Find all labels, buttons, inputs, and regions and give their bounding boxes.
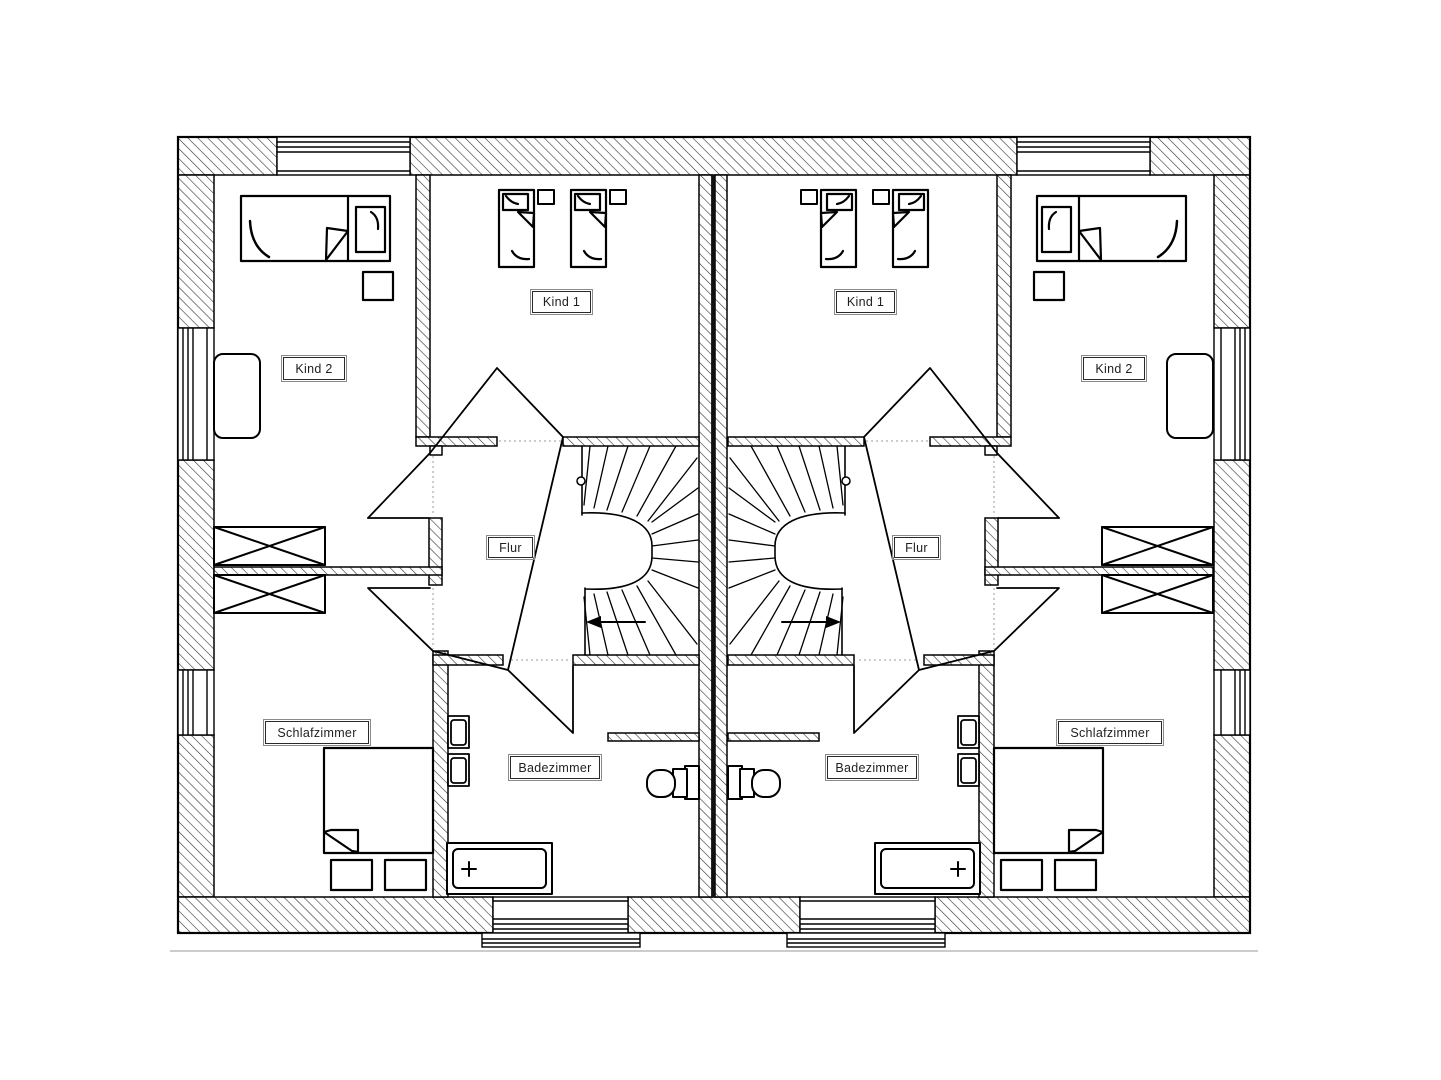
unit-interior-left bbox=[213, 188, 700, 895]
room-label-badezimmer-right: Badezimmer bbox=[825, 754, 919, 781]
bed-kind1-a bbox=[497, 188, 536, 269]
walls bbox=[176, 135, 1252, 935]
bed-kind1-b bbox=[569, 188, 608, 269]
window-right-upper bbox=[1213, 327, 1251, 461]
blanket-fold bbox=[322, 828, 360, 854]
room-label-flur-right: Flur bbox=[892, 535, 941, 560]
toilet bbox=[646, 765, 700, 800]
windows bbox=[177, 136, 1251, 948]
blanket-fold bbox=[588, 210, 608, 229]
room-label-schlafzimmer-left: Schlafzimmer bbox=[263, 719, 371, 746]
window-right-lower bbox=[1213, 669, 1251, 736]
door-opening-dashes bbox=[432, 440, 571, 661]
bowl bbox=[646, 769, 676, 798]
blanket-fold bbox=[324, 226, 350, 262]
room-label-kind2-right: Kind 2 bbox=[1081, 355, 1147, 382]
staircase bbox=[576, 445, 699, 656]
room-label-kind2-left: Kind 2 bbox=[281, 355, 347, 382]
window-left-lower bbox=[177, 669, 215, 736]
room-label-badezimmer-left: Badezimmer bbox=[508, 754, 602, 781]
stair-direction-arrow bbox=[586, 616, 646, 628]
window-bottom-right bbox=[786, 896, 946, 948]
window-bottom-left bbox=[481, 896, 641, 948]
room-label-kind1-right: Kind 1 bbox=[834, 289, 897, 315]
room-label-flur-left: Flur bbox=[486, 535, 535, 560]
bed-schlafzimmer bbox=[322, 746, 435, 855]
handrail-post bbox=[576, 476, 586, 486]
nightstand bbox=[329, 858, 374, 892]
room-label-kind1-left: Kind 1 bbox=[530, 289, 593, 315]
pillow bbox=[354, 205, 387, 254]
door-swing-star bbox=[367, 367, 574, 734]
nightstand bbox=[361, 270, 395, 302]
bed-kind2 bbox=[239, 194, 392, 263]
room-label-schlafzimmer-right: Schlafzimmer bbox=[1056, 719, 1164, 746]
unit-interior-right bbox=[726, 188, 1215, 896]
pillow bbox=[501, 192, 530, 212]
blanket-fold bbox=[516, 210, 536, 229]
party-wall bbox=[698, 174, 728, 898]
nightstand bbox=[383, 858, 428, 892]
nightstand bbox=[537, 189, 555, 205]
window-top-right bbox=[1016, 136, 1151, 176]
wardrobe-closets bbox=[213, 526, 326, 614]
window-top-left bbox=[276, 136, 411, 176]
pillow bbox=[573, 192, 602, 212]
bathtub bbox=[446, 842, 553, 895]
nightstand bbox=[609, 189, 627, 205]
washbasins bbox=[447, 715, 470, 787]
furniture-rounded bbox=[213, 353, 261, 439]
faucet-cross bbox=[461, 861, 477, 877]
window-left-upper bbox=[177, 327, 215, 461]
